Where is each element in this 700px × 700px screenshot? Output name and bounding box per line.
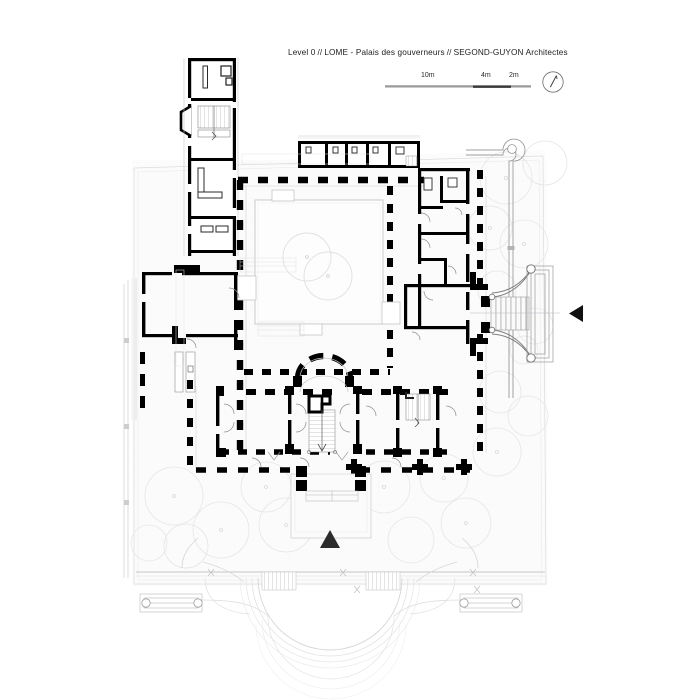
title-office: SEGOND-GUYON Architectes <box>453 48 568 57</box>
title-level: Level 0 <box>288 48 316 57</box>
north-service-wing <box>179 58 239 256</box>
south-outer-piers <box>196 459 472 475</box>
east-entrance-arrow <box>569 305 583 322</box>
courtyard-colonnade-west <box>236 180 247 452</box>
northwest-paving-strip <box>175 153 371 367</box>
south-forecourt-drive <box>136 537 545 700</box>
scale-bar-graphic <box>385 85 531 88</box>
west-column-strip <box>140 352 145 408</box>
scale-label-10m: 10m <box>421 72 435 79</box>
west-long-element <box>174 351 196 393</box>
east-outer-colonnade <box>477 170 487 452</box>
title-separator-1: // <box>317 48 323 57</box>
west-site-edge <box>123 280 129 578</box>
east-block-rooms <box>404 168 470 344</box>
north-arrow-icon <box>541 70 565 94</box>
north-wing-stair <box>197 105 231 141</box>
northeast-rounded-wall <box>466 138 526 300</box>
title-block: Level 0//LOME - Palais des gouverneurs//… <box>288 48 588 62</box>
west-outer-colonnade <box>187 380 197 472</box>
scale-label-4m: 4m <box>481 72 491 79</box>
title-project: LOME - Palais des gouverneurs <box>324 48 445 57</box>
west-wing <box>131 265 240 420</box>
south-entrance-portico <box>290 466 372 548</box>
central-courtyard <box>236 189 401 336</box>
south-entrance-arrow <box>320 530 340 548</box>
east-grand-stair-portico <box>470 264 560 363</box>
north-room-strip <box>298 135 420 168</box>
north-wing-paving <box>239 257 305 337</box>
scale-label-2m: 2m <box>509 72 519 79</box>
site-dimension-ticks <box>207 568 481 594</box>
title-separator-2: // <box>446 48 452 57</box>
central-grand-staircase <box>293 352 354 454</box>
scale-bar: 10m 4m 2m <box>385 72 545 96</box>
south-wing-stair <box>405 392 431 428</box>
